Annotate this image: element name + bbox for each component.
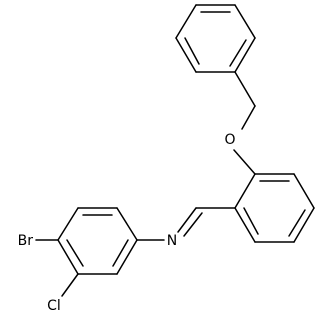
double-bond-inner [183, 212, 203, 237]
bond [116, 207, 138, 241]
nitrogen-atom-label: N [167, 233, 177, 249]
double-bond-inner [229, 39, 247, 67]
benzyl-ring [175, 4, 256, 73]
bond [234, 71, 256, 107]
bond [293, 173, 315, 209]
bond [116, 239, 138, 275]
bond [293, 207, 315, 243]
bond [177, 207, 197, 233]
bond [61, 273, 79, 297]
bond [175, 4, 197, 39]
chlorine-atom-label: Cl [47, 298, 61, 314]
bond [57, 239, 79, 275]
bond [234, 37, 256, 73]
bromine-atom-label: Br [18, 233, 34, 249]
bond [234, 4, 256, 39]
bond [57, 207, 79, 241]
double-bond-inner [112, 239, 129, 267]
double-bond-inner [66, 239, 84, 267]
bond [233, 149, 256, 175]
double-bond-inner [184, 37, 200, 65]
bond [234, 207, 256, 243]
oxygen-atom-label: O [224, 132, 235, 148]
bond [175, 37, 197, 73]
haloaryl-ring [57, 207, 138, 275]
bond [234, 173, 256, 209]
phenoxy-ring [234, 173, 315, 243]
double-bond-inner [243, 207, 259, 235]
bond [241, 105, 256, 130]
double-bond-inner [288, 209, 306, 237]
